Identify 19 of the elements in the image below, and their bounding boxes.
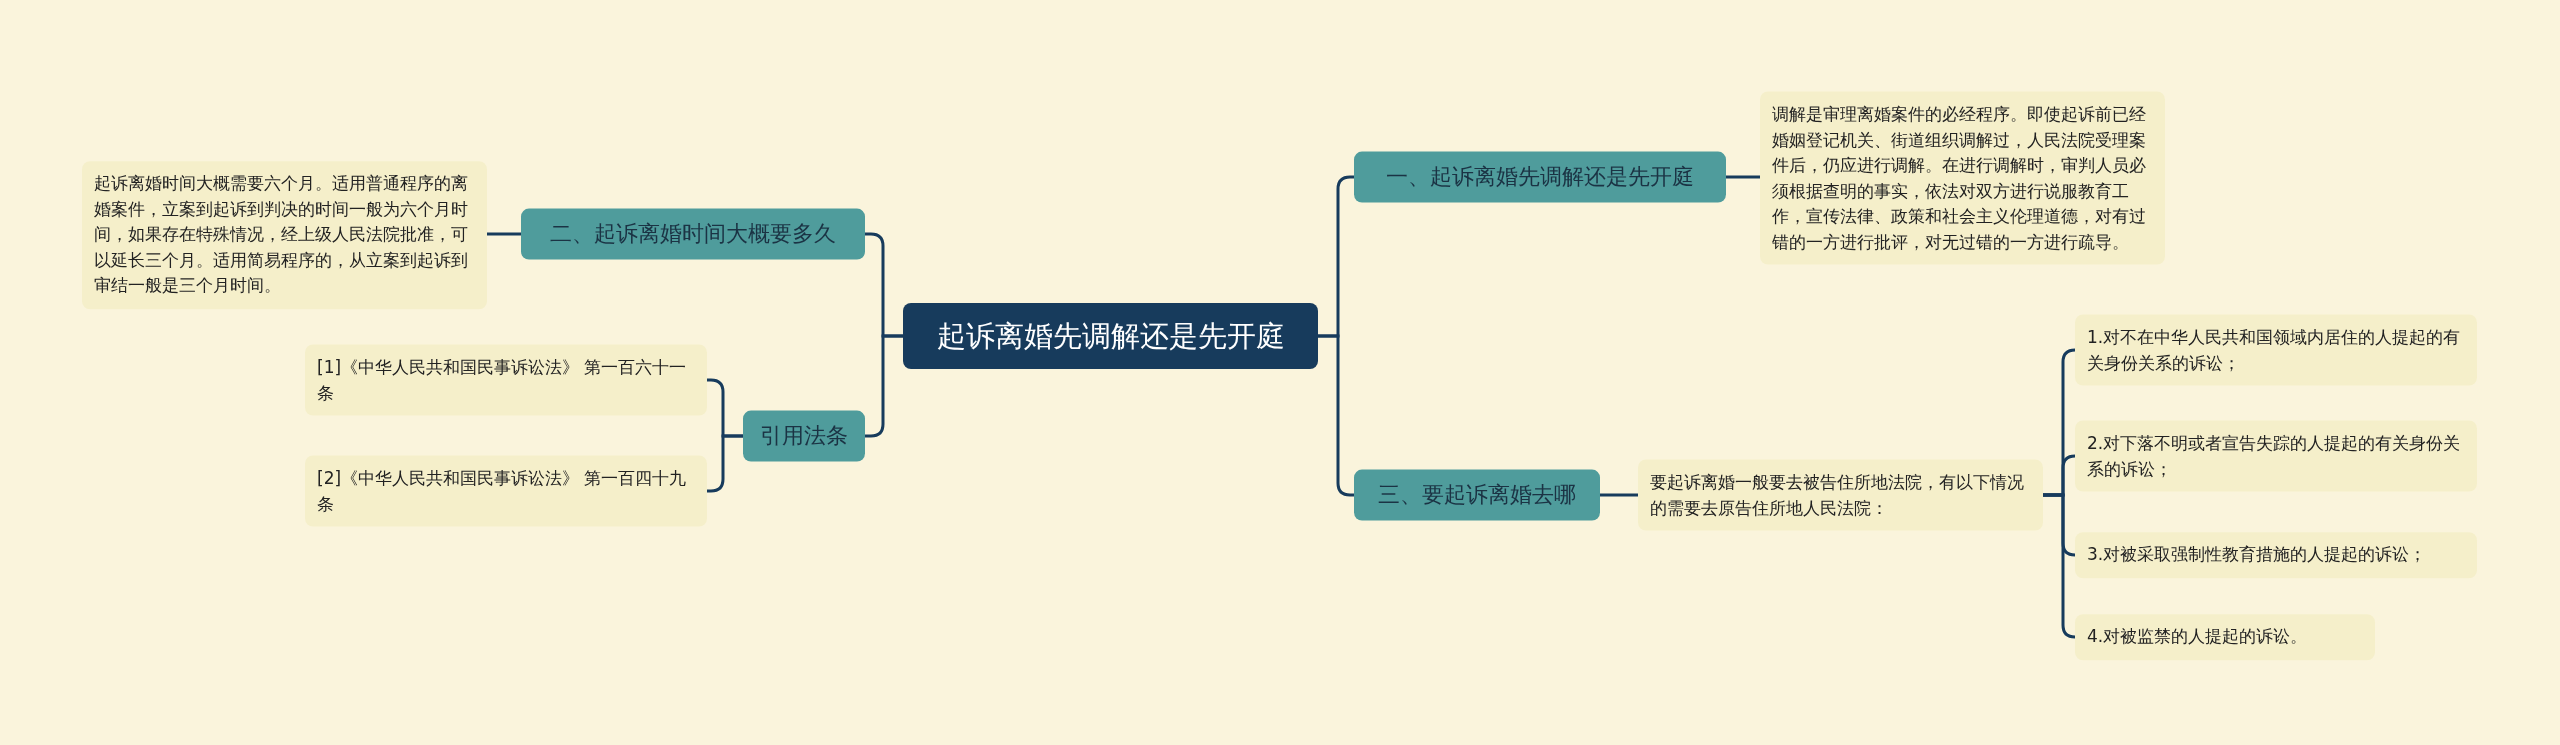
note-box: [1]《中华人民共和国民事诉讼法》 第一百六十一条 bbox=[305, 344, 707, 416]
branch-topic-box: 三、要起诉离婚去哪 bbox=[1354, 469, 1600, 521]
central-topic-box: 起诉离婚先调解还是先开庭 bbox=[903, 303, 1318, 369]
connector-line bbox=[1600, 493, 1638, 497]
connector-line bbox=[1726, 175, 1760, 179]
note-box: 要起诉离婚一般要去被告住所地法院，有以下情况的需要去原告住所地人民法院： bbox=[1638, 459, 2043, 531]
note-box: 起诉离婚时间大概需要六个月。适用普通程序的离婚案件，立案到起诉到判决的时间一般为六个月时间，如果存在特殊情况，经上级人民法院批准，可以延长三个月。适用简易程序的，从立案到起诉到审结一般是三个月时间。 bbox=[82, 161, 487, 309]
connector-line bbox=[865, 334, 903, 438]
note-box: 调解是审理离婚案件的必经程序。即使起诉前已经婚姻登记机关、街道组织调解过，人民法院受理案件后，仍应进行调解。在进行调解时，审判人员必须根据查明的事实，依法对双方进行说服教育工作，宣传法律、政策和社会主义伦理道德，对有过错的一方进行批评，对无过错的一方进行疏导。 bbox=[1760, 91, 2165, 265]
note-box: [2]《中华人民共和国民事诉讼法》 第一百四十九条 bbox=[305, 455, 707, 527]
note-box: 3.对被采取强制性教育措施的人提起的诉讼； bbox=[2075, 532, 2477, 578]
note-box: 4.对被监禁的人提起的诉讼。 bbox=[2075, 614, 2375, 660]
note-box: 1.对不在中华人民共和国领域内居住的人提起的有关身份关系的诉讼； bbox=[2075, 314, 2477, 386]
branch-topic-box: 一、起诉离婚先调解还是先开庭 bbox=[1354, 151, 1726, 203]
connector-line bbox=[2043, 493, 2077, 639]
note-box: 2.对下落不明或者宣告失踪的人提起的有关身份关系的诉讼； bbox=[2075, 420, 2477, 492]
branch-topic-box: 引用法条 bbox=[743, 410, 865, 462]
branch-topic-box: 二、起诉离婚时间大概要多久 bbox=[521, 208, 865, 260]
connector-line bbox=[487, 232, 521, 236]
